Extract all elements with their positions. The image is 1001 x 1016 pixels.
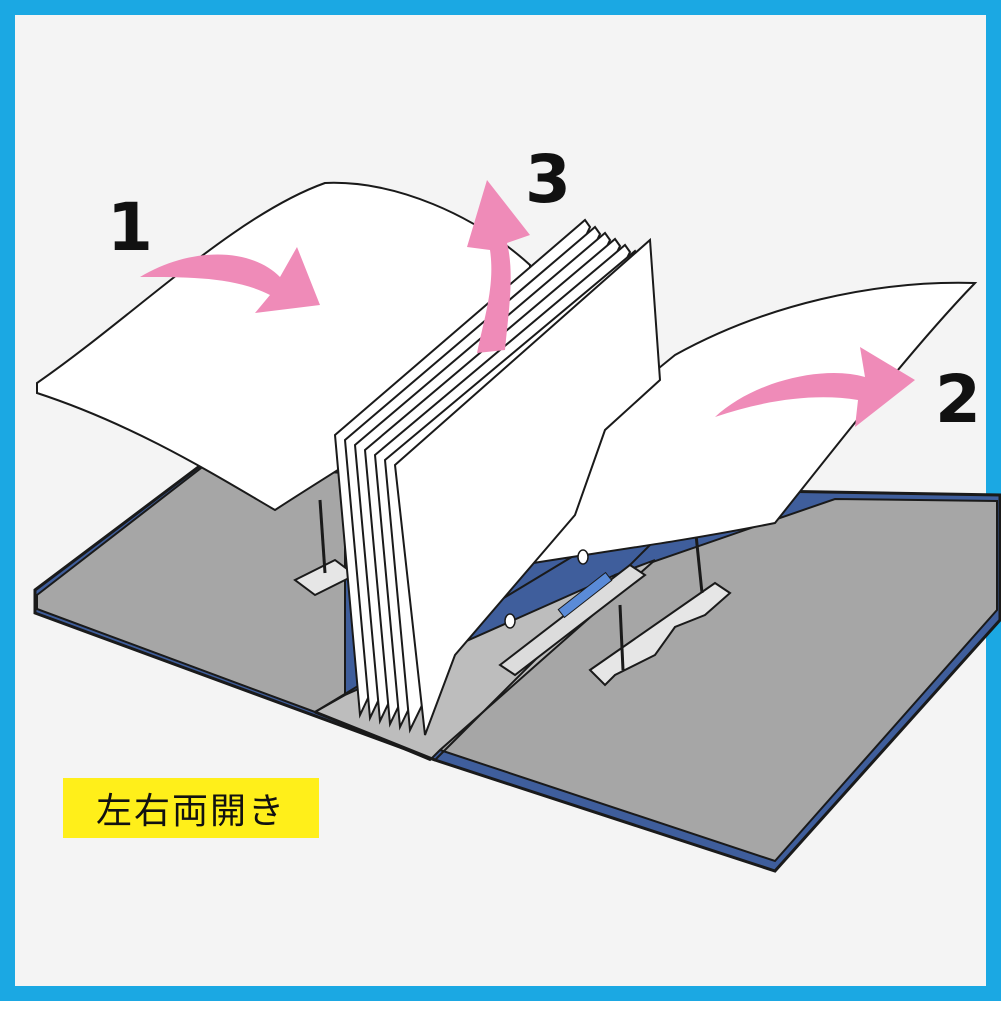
step-number-1: 1	[107, 189, 153, 266]
left-sheet	[36, 181, 531, 512]
caption-text: 左右両開き	[95, 791, 286, 832]
binder-left-board	[36, 463, 346, 714]
left-clip-post	[318, 499, 327, 574]
caption-box: 左右両開き	[63, 778, 319, 838]
step-number-3: 3	[525, 141, 571, 218]
arrow-3	[467, 180, 530, 353]
front-sheet	[393, 237, 662, 736]
sheet-stack	[333, 218, 662, 736]
binder-illustration	[33, 180, 1001, 873]
arrow-2	[715, 347, 915, 427]
right-clip-post-2	[618, 604, 625, 671]
right-clip-base	[588, 581, 732, 687]
step-number-2: 2	[935, 361, 981, 438]
arrow-1	[140, 247, 320, 313]
